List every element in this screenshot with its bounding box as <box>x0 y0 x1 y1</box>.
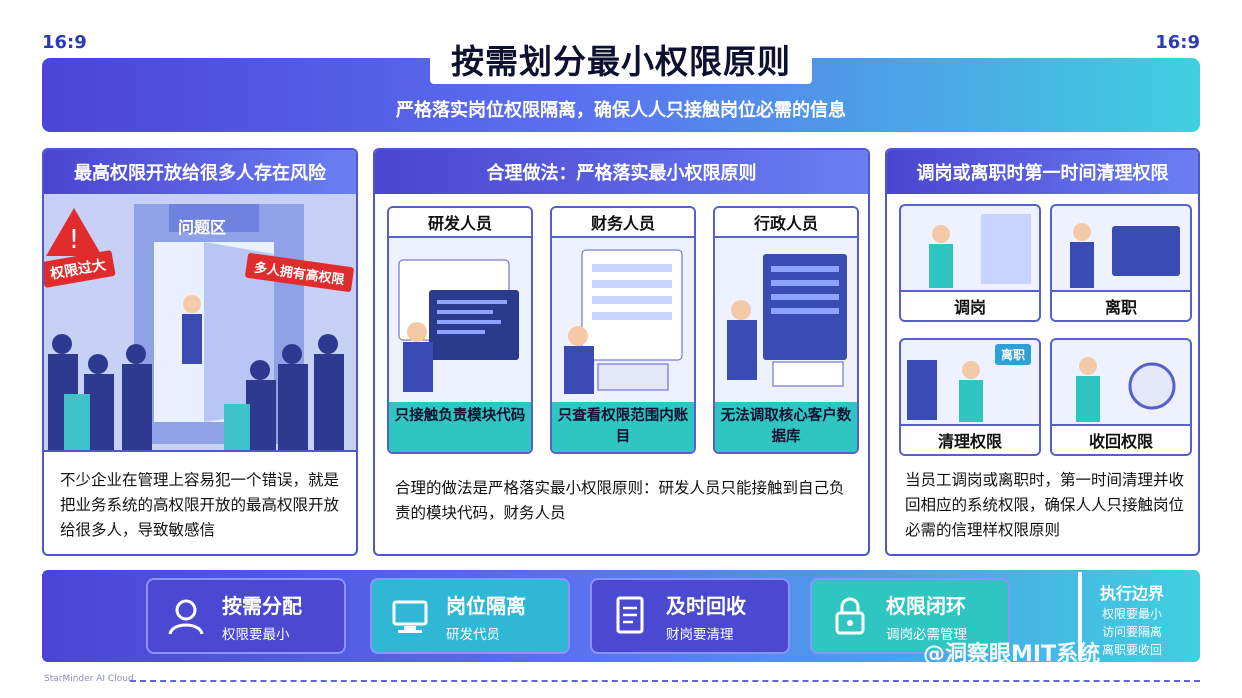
risk-panel: 最高权限开放给很多人存在风险 ! 权限过大 问题区 多人拥有高权限 不少企业在管… <box>42 148 358 556</box>
role-title: 财务人员 <box>552 208 694 238</box>
svg-text:!: ! <box>69 225 79 255</box>
tile-transfer: 调岗 <box>899 204 1041 322</box>
lock-icon <box>826 592 874 640</box>
role-caption: 无法调取核心客户数据库 <box>715 402 857 452</box>
footer-brand: StarMinder AI Cloud <box>44 674 134 684</box>
tile-label: 清理权限 <box>901 424 1039 454</box>
chip-subtitle: 权限要最小 <box>222 626 290 643</box>
chip-revoke: 及时回收财岗要清理 <box>590 578 790 654</box>
best-practice-header: 合理做法：严格落实最小权限原则 <box>375 150 868 194</box>
role-caption: 只查看权限范围内账目 <box>552 402 694 452</box>
revoke-permissions-illustration <box>1076 357 1176 422</box>
risk-description: 不少企业在管理上容易犯一个错误，就是把业务系统的高权限开放的最高权限开放给很多人… <box>60 471 340 539</box>
footer-dashed-line <box>130 680 1200 682</box>
chip-title: 岗位隔离 <box>446 593 526 618</box>
page-subtitle: 严格落实岗位权限隔离，确保人人只接触岗位必需的信息 <box>396 100 846 121</box>
role-title: 行政人员 <box>715 208 857 238</box>
chip-on-demand: 按需分配权限要最小 <box>146 578 346 654</box>
revoke-panel-header: 调岗或离职时第一时间清理权限 <box>887 150 1198 194</box>
resign-badge: 离职 <box>995 344 1032 365</box>
revoke-panel: 调岗或离职时第一时间清理权限 调岗 离职 离职 清理权限 收回权限 当员工调岗或… <box>885 148 1200 556</box>
role-card-developer: 研发人员 只接触负责模块代码 <box>387 206 533 454</box>
role-title: 研发人员 <box>389 208 531 238</box>
finance-illustration <box>564 249 683 394</box>
divider <box>44 450 356 452</box>
tile-label: 调岗 <box>901 290 1039 320</box>
tile-label: 收回权限 <box>1052 424 1190 454</box>
admin-illustration <box>727 254 847 387</box>
workstation-icon <box>386 592 434 640</box>
best-practice-panel: 合理做法：严格落实最小权限原则 研发人员 只接触负责模块代码 财务人员 只查看权… <box>373 148 870 556</box>
chip-subtitle: 调岗必需管理 <box>886 626 967 643</box>
chip-isolation: 岗位隔离研发代员 <box>370 578 570 654</box>
chip-subtitle: 财岗要清理 <box>666 626 734 643</box>
chip-closed-loop: 权限闭环调岗必需管理 <box>810 578 1010 654</box>
watermark: @洞察眼MIT系统 <box>923 642 1101 667</box>
page-title: 按需划分最小权限原则 <box>430 34 812 84</box>
document-icon <box>606 592 654 640</box>
edge-line: 权限要最小 <box>1102 607 1163 621</box>
revoke-description: 当员工调岗或离职时，第一时间清理并收回相应的系统权限，确保人人只接触岗位必需的信… <box>905 471 1185 539</box>
transfer-illustration <box>929 214 1031 288</box>
developer-illustration <box>398 259 519 392</box>
problem-zone-sign: 问题区 <box>178 218 227 237</box>
role-caption: 只接触负责模块代码 <box>389 402 531 452</box>
tile-label: 离职 <box>1052 290 1190 320</box>
tile-revoke-permissions: 收回权限 <box>1050 338 1192 456</box>
risk-panel-header: 最高权限开放给很多人存在风险 <box>44 150 356 194</box>
tile-resign: 离职 <box>1050 204 1192 322</box>
resign-illustration <box>1070 223 1180 288</box>
edge-line: 访问要隔离 <box>1102 625 1163 639</box>
aspect-ratio-right: 16:9 <box>1155 32 1200 53</box>
role-card-admin: 行政人员 无法调取核心客户数据库 <box>713 206 859 454</box>
user-icon <box>162 592 210 640</box>
edge-line: 离职要收回 <box>1102 643 1163 657</box>
chip-title: 及时回收 <box>666 593 746 618</box>
aspect-ratio-left: 16:9 <box>42 32 87 53</box>
role-card-finance: 财务人员 只查看权限范围内账目 <box>550 206 696 454</box>
chip-title: 按需分配 <box>222 593 302 618</box>
edge-divider <box>1078 572 1082 660</box>
edge-title: 执行边界 <box>1100 584 1165 603</box>
best-practice-description: 合理的做法是严格落实最小权限原则：研发人员只能接触到自己负责的模块代码，财务人员 <box>395 479 845 522</box>
chip-title: 权限闭环 <box>886 593 966 618</box>
chip-subtitle: 研发代员 <box>446 626 500 643</box>
clear-permissions-illustration <box>907 360 983 422</box>
execution-boundary: 执行边界 权限要最小 访问要隔离 离职要收回 <box>1078 572 1198 660</box>
tile-clear-permissions: 离职 清理权限 <box>899 338 1041 456</box>
